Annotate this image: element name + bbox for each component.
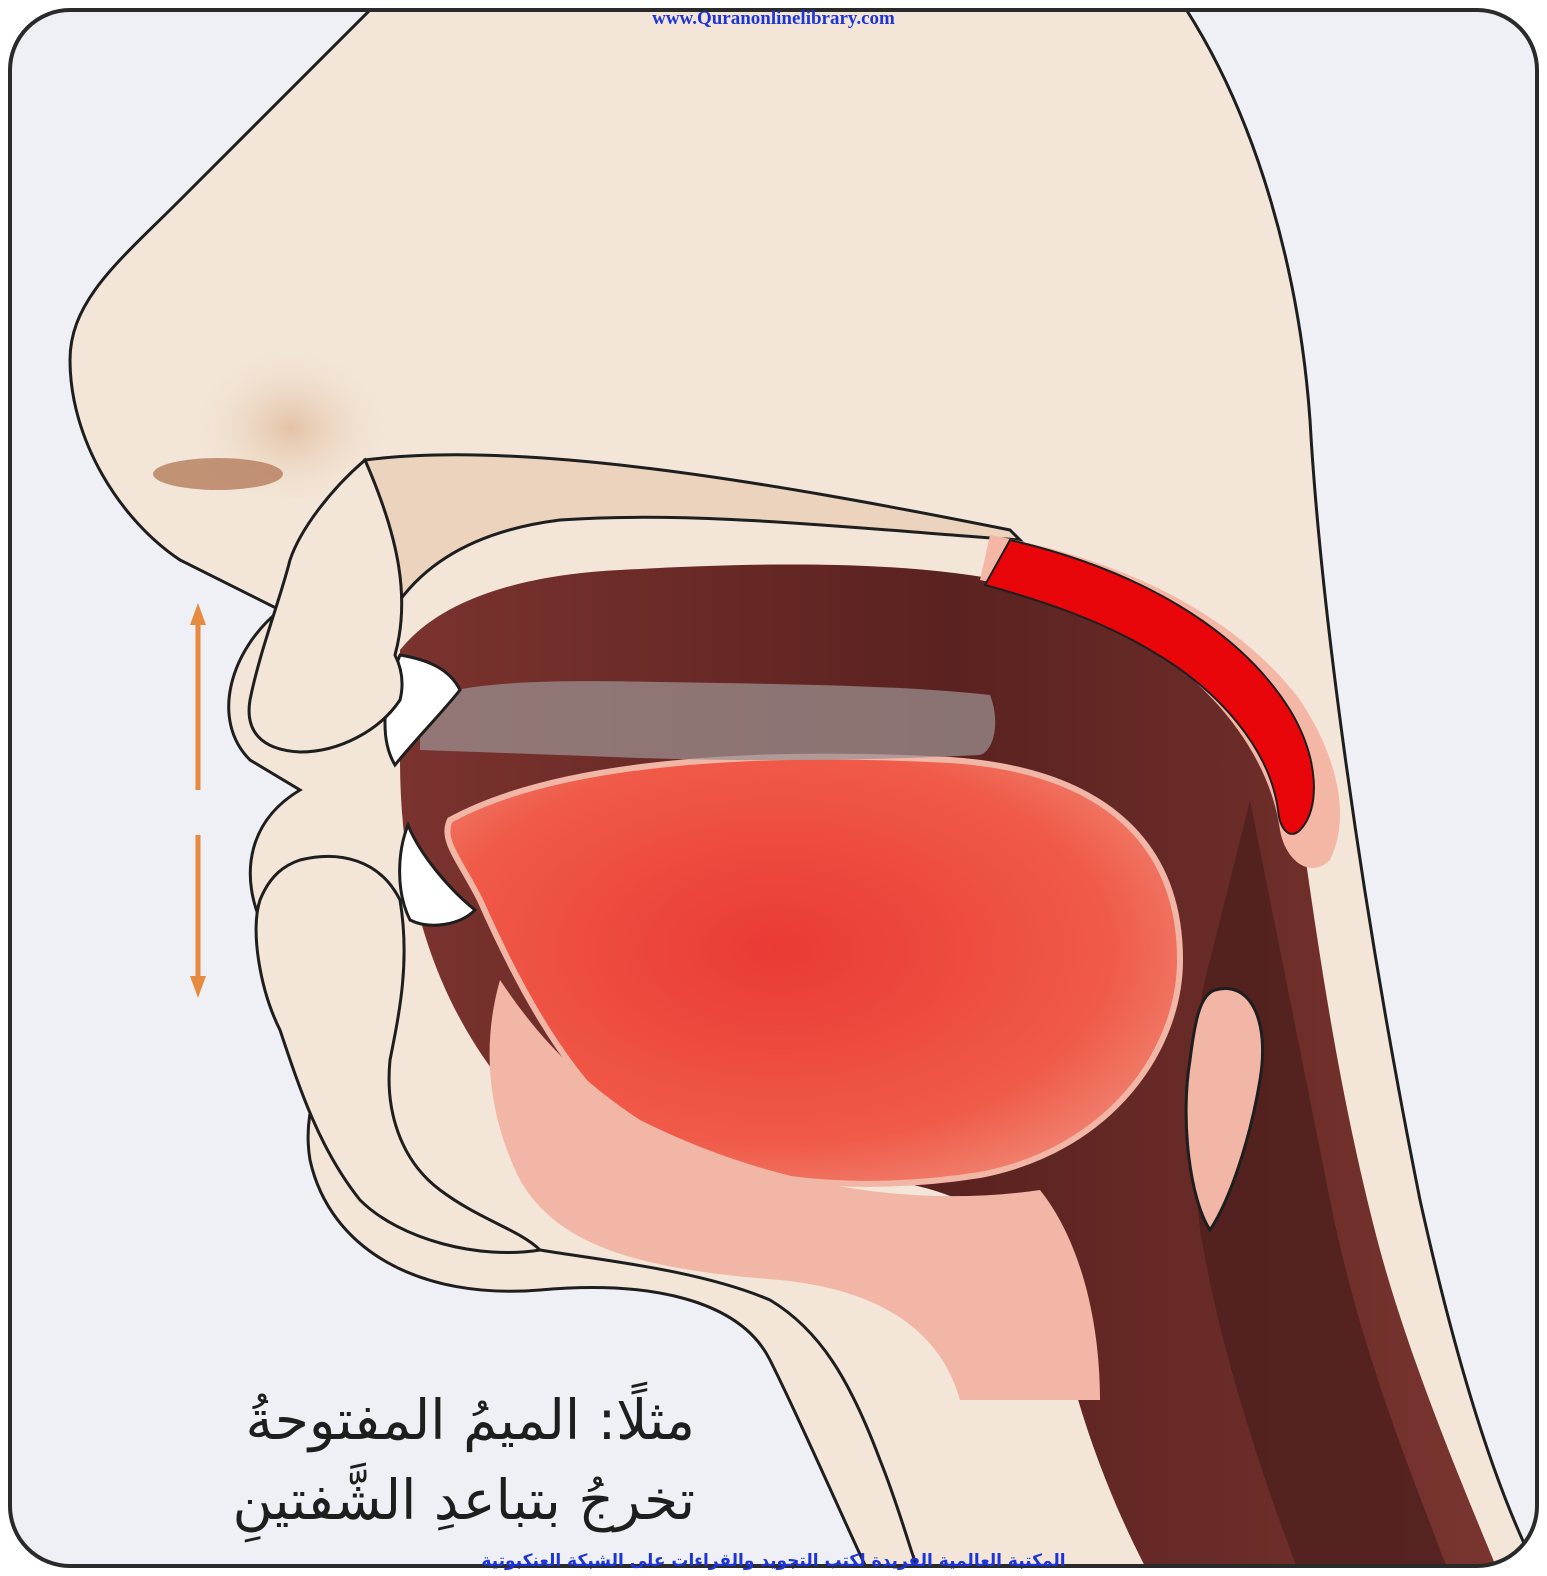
watermark-top: www.Quranonlinelibrary.com [0, 8, 1547, 30]
caption-line-2: تخرجُ بتباعدِ الشَّفتينِ [150, 1468, 695, 1532]
nostril [153, 458, 283, 490]
watermark-bottom: المكتبة العالمية الفريدة لكتب التجويد وا… [0, 1551, 1547, 1571]
caption-line-1: مثلًا: الميمُ المفتوحةُ [150, 1388, 695, 1452]
upper-teeth [420, 681, 995, 760]
